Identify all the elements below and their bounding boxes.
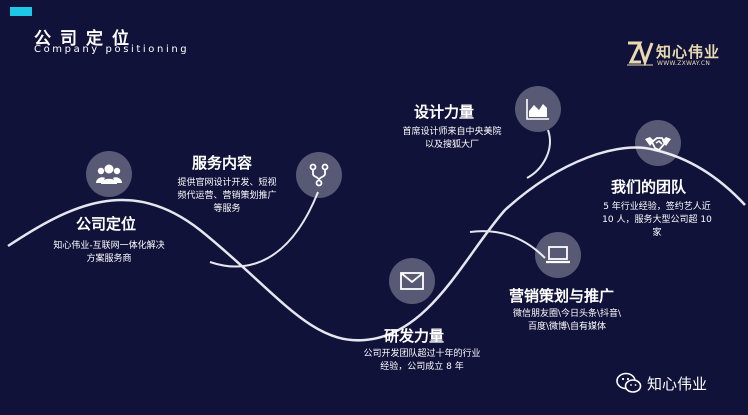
design-title: 设计力量 (414, 103, 475, 121)
rnd-icon-circle (389, 258, 435, 304)
header-accent-bar (10, 7, 32, 16)
rnd-line-2: 经验，公司成立 8 年 (380, 362, 464, 372)
services-connector-curve (209, 191, 319, 268)
main-wave-curve (7, 146, 746, 342)
rnd-line-1: 公司开发团队超过十年的行业 (363, 349, 481, 359)
team-line-1: 5 年行业经验，签约艺人近 (603, 202, 711, 212)
marketing-icon-circle (535, 232, 581, 278)
area-chart-icon (526, 99, 549, 120)
rnd-description: 公司开发团队超过十年的行业 经验，公司成立 8 年 (352, 348, 492, 374)
marketing-line-1: 微信朋友圈\今日头条\抖音\ (512, 309, 622, 319)
team-title: 我们的团队 (611, 178, 687, 196)
team-line-2: 10 人，服务大型公司超 10 (602, 215, 712, 225)
services-icon-circle (296, 152, 342, 198)
group-icon (96, 164, 122, 184)
marketing-description: 微信朋友圈\今日头条\抖音\ 百度\微博\自有媒体 (500, 308, 634, 334)
brand-url: WWW.ZXWAY.CN (657, 60, 711, 67)
team-icon-circle (635, 120, 681, 166)
positioning-description: 知心伟业-互联网一体化解决 方案服务商 (44, 240, 174, 266)
handshake-icon (645, 137, 671, 151)
marketing-title: 营销策划与推广 (509, 287, 615, 305)
services-line-1: 提供官网设计开发、短视 (177, 178, 277, 188)
brand-name: 知心伟业 (656, 43, 721, 61)
rnd-title: 研发力量 (384, 327, 445, 345)
positioning-title: 公司定位 (76, 215, 137, 233)
wechat-watermark: 知心伟业 (616, 372, 707, 394)
positioning-icon-circle (86, 151, 132, 197)
services-title: 服务内容 (192, 154, 253, 172)
design-connector-curve (526, 129, 551, 179)
services-line-3: 等服务 (213, 204, 241, 214)
wechat-icon (616, 372, 642, 393)
design-line-1: 首席设计师来自中央美院 (402, 127, 502, 137)
services-description: 提供官网设计开发、短视 频代运营、营销策划推广 等服务 (170, 177, 284, 216)
design-icon-circle (515, 86, 561, 132)
positioning-line-1: 知心伟业-互联网一体化解决 (53, 241, 165, 251)
team-line-3: 家 (652, 228, 662, 238)
mail-icon (400, 272, 424, 290)
zv-logo-icon (627, 41, 654, 66)
flow-branch-icon (309, 163, 329, 187)
design-description: 首席设计师来自中央美院 以及搜狐大厂 (394, 126, 510, 152)
marketing-connector-curve (469, 230, 546, 259)
page-title: 公司定位 (34, 29, 138, 49)
services-line-2: 频代运营、营销策划推广 (177, 191, 277, 201)
positioning-line-2: 方案服务商 (86, 254, 132, 264)
page-subtitle: Company positioning (34, 44, 190, 55)
marketing-line-2: 百度\微博\自有媒体 (527, 322, 607, 332)
design-line-2: 以及搜狐大厂 (424, 140, 479, 150)
brand-logo: 知心伟业 WWW.ZXWAY.CN (626, 40, 726, 68)
team-description: 5 年行业经验，签约艺人近 10 人，服务大型公司超 10 家 (592, 201, 722, 240)
laptop-icon (546, 246, 570, 264)
wechat-account-label: 知心伟业 (647, 374, 708, 393)
